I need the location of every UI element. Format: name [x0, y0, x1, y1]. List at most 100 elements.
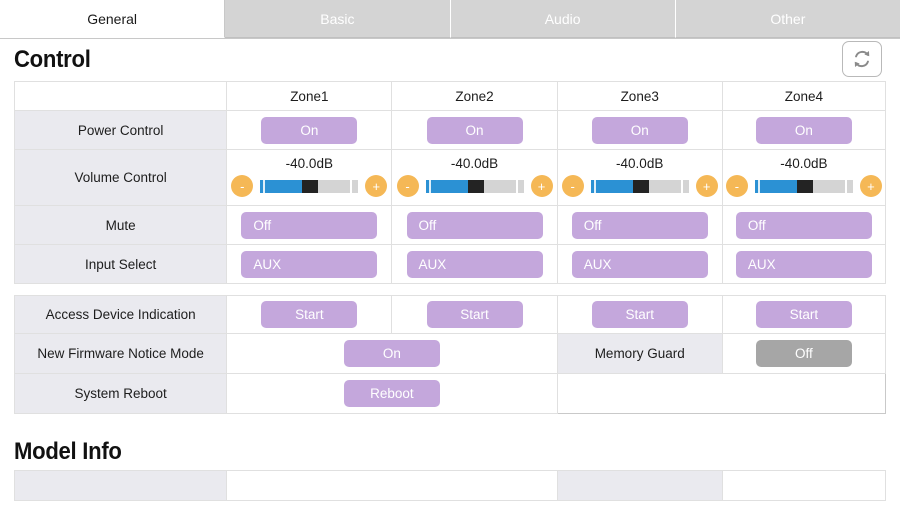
volume-slider-thumb[interactable] [632, 179, 649, 193]
power-button-zone1[interactable]: On [261, 116, 358, 144]
mute-button-zone1[interactable]: Off [241, 211, 378, 239]
power-button-zone4[interactable]: On [755, 116, 852, 144]
cell-access-zone2: Start [391, 295, 558, 334]
cell-volume-zone3: -40.0dB - + [556, 149, 723, 206]
label-memory-guard: Memory Guard [556, 333, 723, 374]
cell-empty-2 [722, 373, 886, 414]
power-button-zone3[interactable]: On [591, 116, 688, 144]
device-settings-table: Access Device Indication Start Start Sta… [13, 295, 887, 414]
label-volume-control: Volume Control [13, 149, 228, 206]
volume-value-zone3: -40.0dB [616, 156, 664, 171]
tab-audio-label: Audio [544, 10, 581, 27]
volume-slider-fill [590, 179, 635, 193]
volume-slider-fill [425, 179, 470, 193]
table-row-volume-control: Volume Control -40.0dB - + [13, 149, 887, 206]
table-row-power-control: Power Control On On On On [13, 110, 887, 150]
cell-volume-zone1: -40.0dB - + [226, 149, 393, 206]
volume-slider-zone1[interactable] [260, 179, 359, 193]
cell-input-zone3: AUX [556, 244, 723, 284]
volume-slider-fill [754, 179, 799, 193]
tab-audio[interactable]: Audio [450, 0, 676, 38]
volume-slider-tick-end [515, 179, 518, 193]
model-info-label-cell-1 [13, 470, 228, 501]
volume-slider-tick-end [844, 179, 847, 193]
mute-button-zone2[interactable]: Off [406, 211, 543, 239]
cell-reboot-value: Reboot [226, 373, 558, 414]
volume-slider-tick-end [680, 179, 683, 193]
refresh-sync-icon [854, 50, 870, 68]
volume-slider-zone2[interactable] [425, 179, 524, 193]
label-input-select: Input Select [13, 244, 228, 284]
access-start-button-zone1[interactable]: Start [261, 301, 358, 328]
table-row [13, 470, 887, 501]
volume-plus-zone4[interactable]: + [859, 175, 882, 197]
tab-other-label: Other [770, 10, 806, 27]
cell-access-zone4: Start [721, 295, 887, 334]
header-blank [13, 81, 228, 111]
volume-minus-zone2[interactable]: - [396, 175, 419, 197]
label-new-firmware-notice-mode: New Firmware Notice Mode [13, 333, 228, 374]
cell-access-zone3: Start [556, 295, 723, 334]
input-select-button-zone1[interactable]: AUX [241, 250, 378, 278]
label-power-control: Power Control [13, 110, 228, 150]
volume-slider-tick-start [593, 179, 596, 193]
access-start-button-zone2[interactable]: Start [426, 301, 523, 328]
firmware-notice-button[interactable]: On [343, 340, 440, 367]
cell-power-zone2: On [391, 110, 558, 150]
tab-basic[interactable]: Basic [225, 0, 451, 38]
table-header-row: Zone1 Zone2 Zone3 Zone4 [13, 81, 887, 111]
volume-minus-zone3[interactable]: - [561, 175, 584, 197]
input-select-button-zone2[interactable]: AUX [406, 250, 543, 278]
model-info-value-cell-1 [226, 470, 558, 501]
tab-general[interactable]: General [0, 0, 226, 38]
header-zone2: Zone2 [391, 81, 558, 111]
system-reboot-button[interactable]: Reboot [343, 380, 440, 407]
cell-power-zone3: On [556, 110, 723, 150]
volume-slider-thumb[interactable] [467, 179, 484, 193]
label-access-device-indication: Access Device Indication [13, 295, 228, 334]
access-start-button-zone4[interactable]: Start [755, 301, 852, 328]
model-info-section-header: Model Info [14, 434, 886, 470]
cell-power-zone1: On [226, 110, 393, 150]
volume-minus-zone1[interactable]: - [231, 175, 254, 197]
control-table: Zone1 Zone2 Zone3 Zone4 Power Control On… [13, 81, 887, 284]
access-start-button-zone3[interactable]: Start [591, 301, 688, 328]
volume-slider-thumb[interactable] [796, 179, 813, 193]
volume-plus-zone1[interactable]: + [365, 175, 388, 197]
model-info-label-cell-2 [556, 470, 723, 501]
table-row-mute: Mute Off Off Off Off [13, 205, 887, 245]
cell-input-zone1: AUX [226, 244, 393, 284]
table-row-input-select: Input Select AUX AUX AUX AUX [13, 244, 887, 284]
volume-slider-fill [260, 179, 305, 193]
volume-plus-zone2[interactable]: + [530, 175, 553, 197]
table-row-system-reboot: System Reboot Reboot [13, 373, 886, 414]
input-select-button-zone3[interactable]: AUX [571, 250, 708, 278]
volume-slider-zone4[interactable] [754, 179, 853, 193]
power-button-zone2[interactable]: On [426, 116, 523, 144]
cell-memory-guard-value: Off [721, 333, 887, 374]
model-info-title: Model Info [14, 438, 122, 465]
mute-button-zone4[interactable]: Off [735, 211, 872, 239]
cell-mute-zone4: Off [721, 205, 887, 245]
volume-slider-thumb[interactable] [302, 179, 319, 193]
tab-bar: General Basic Audio Other [0, 0, 900, 39]
tab-other[interactable]: Other [675, 0, 900, 38]
volume-plus-zone3[interactable]: + [695, 175, 718, 197]
header-zone3: Zone3 [556, 81, 723, 111]
refresh-button[interactable] [842, 41, 882, 77]
memory-guard-button[interactable]: Off [755, 340, 852, 367]
input-select-button-zone4[interactable]: AUX [735, 250, 872, 278]
header-zone1: Zone1 [226, 81, 393, 111]
volume-slider-zone3[interactable] [590, 179, 689, 193]
tab-general-label: General [87, 10, 138, 27]
cell-firmware-value: On [226, 333, 558, 374]
volume-minus-zone4[interactable]: - [725, 175, 748, 197]
volume-slider-tick-start [263, 179, 266, 193]
mute-button-zone3[interactable]: Off [571, 211, 708, 239]
cell-volume-zone4: -40.0dB - + [721, 149, 887, 206]
label-mute: Mute [13, 205, 228, 245]
model-info-table [13, 470, 887, 501]
model-info-value-cell-2 [721, 470, 887, 501]
table-row-access-device-indication: Access Device Indication Start Start Sta… [13, 295, 887, 334]
page-body: Control Zone1 Zone2 Zone3 Zone4 Power Co… [0, 39, 900, 501]
